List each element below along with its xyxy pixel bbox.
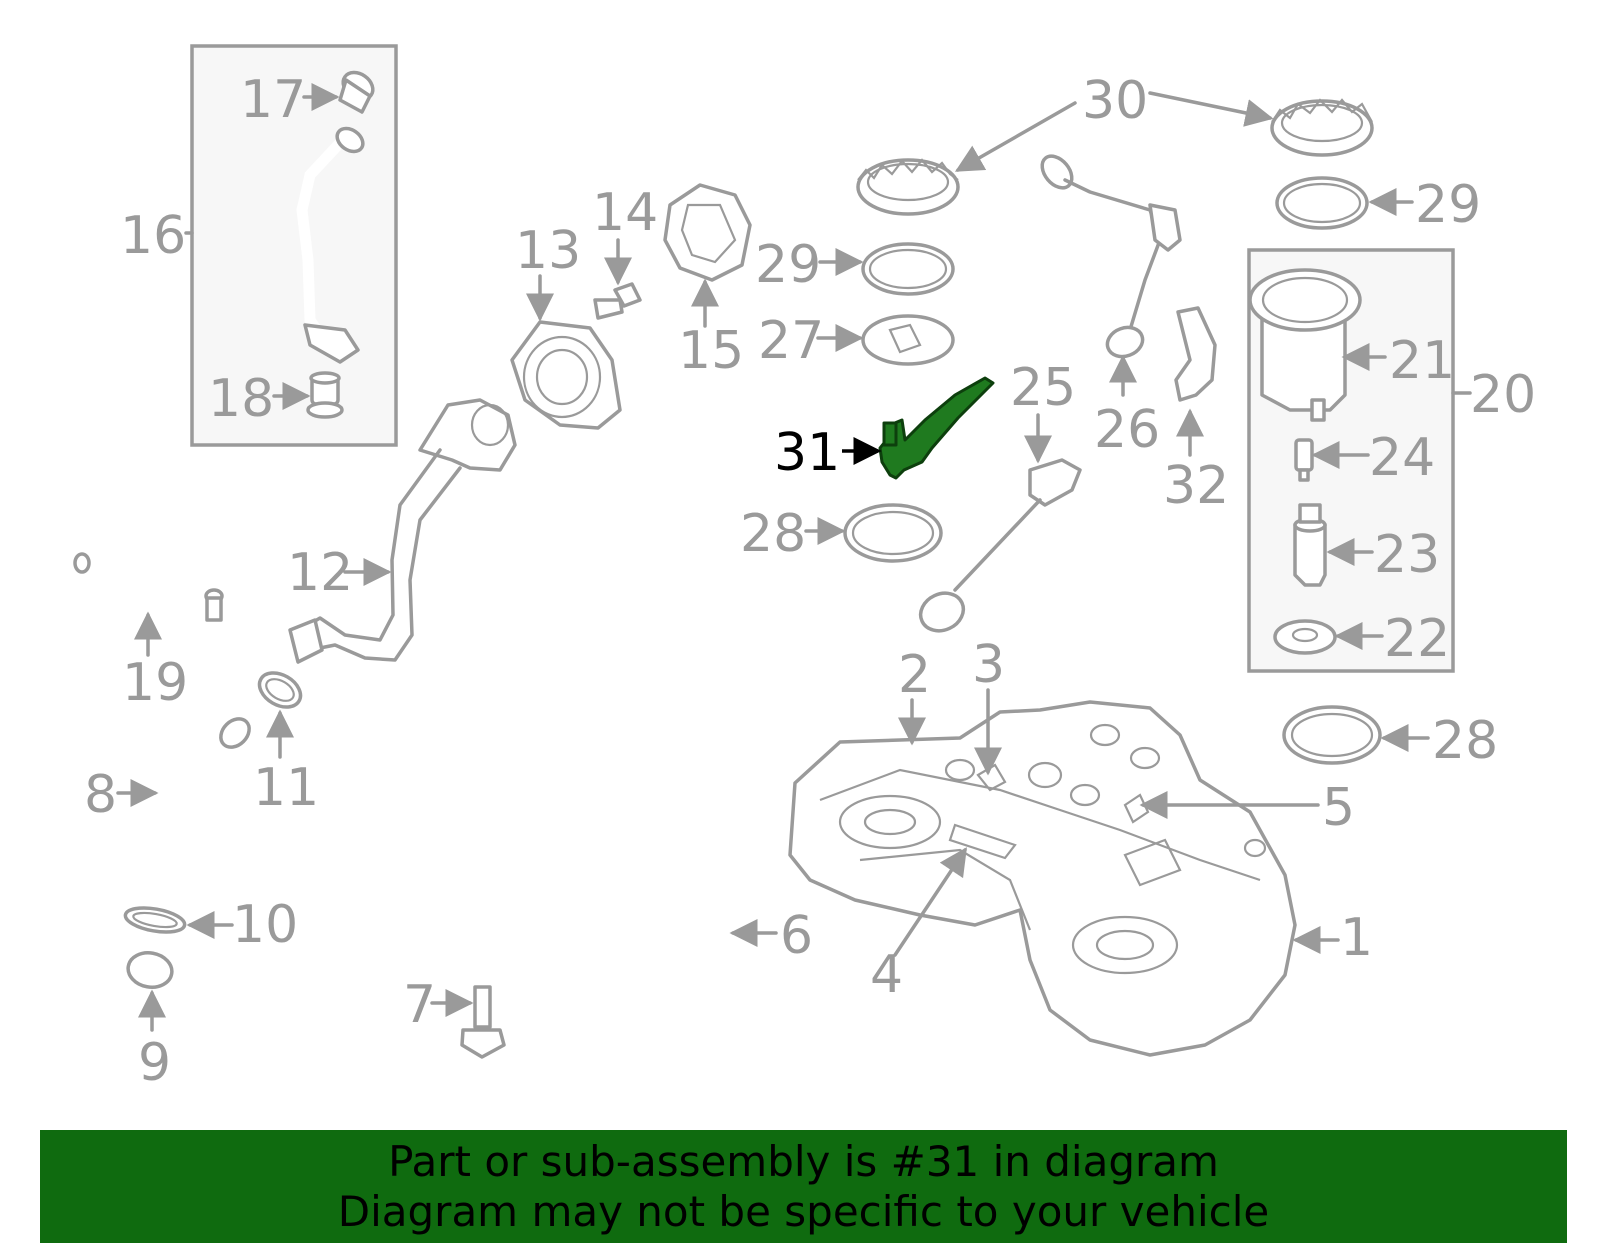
callout-10[interactable]: 10 [232, 895, 298, 955]
banner-line-2: Diagram may not be specific to your vehi… [337, 1186, 1270, 1236]
callout-9[interactable]: 9 [138, 1033, 171, 1093]
callout-31[interactable]: 31 [774, 423, 840, 483]
part-27-flange[interactable] [861, 314, 955, 366]
callout-28-right[interactable]: 28 [1432, 711, 1498, 771]
callout-6[interactable]: 6 [780, 906, 813, 966]
callout-27[interactable]: 27 [758, 311, 824, 371]
parts-diagram: 17 16 18 14 13 15 12 19 11 8 10 9 7 6 30… [73, 44, 1536, 1093]
part-21-pump-module[interactable] [1248, 268, 1362, 422]
callout-16[interactable]: 16 [120, 206, 186, 266]
part-31-highlighted[interactable] [878, 376, 995, 480]
part-11-clamp[interactable] [253, 666, 306, 714]
callout-29-center[interactable]: 29 [755, 235, 821, 295]
part-30-lock-ring[interactable] [856, 158, 960, 216]
part-32-bracket[interactable] [1174, 306, 1217, 402]
part-28-seal-right[interactable] [1282, 705, 1382, 765]
part-15-fuel-door[interactable] [663, 183, 752, 282]
callout-19[interactable]: 19 [122, 653, 188, 713]
callout-20[interactable]: 20 [1470, 365, 1536, 425]
callout-12[interactable]: 12 [287, 543, 353, 603]
callout-21[interactable]: 21 [1389, 331, 1455, 391]
callout-17[interactable]: 17 [240, 70, 306, 130]
part-24-valve[interactable] [1294, 438, 1314, 482]
part-16-vent-pipe[interactable] [296, 124, 367, 364]
callout-5[interactable]: 5 [1322, 778, 1355, 838]
callout-11[interactable]: 11 [253, 758, 319, 818]
part-26-fuel-sender[interactable] [1036, 150, 1182, 361]
callout-15[interactable]: 15 [678, 321, 744, 381]
part-19-hose[interactable] [73, 552, 224, 647]
part-22-retainer[interactable] [1273, 619, 1337, 655]
callout-18[interactable]: 18 [208, 369, 274, 429]
part-9-cap[interactable] [125, 949, 174, 990]
callout-2[interactable]: 2 [898, 645, 931, 705]
callout-25[interactable]: 25 [1010, 358, 1076, 418]
callout-29-right[interactable]: 29 [1415, 175, 1481, 235]
callout-26[interactable]: 26 [1094, 400, 1160, 460]
callout-13[interactable]: 13 [515, 221, 581, 281]
part-14-bolt[interactable] [593, 282, 642, 320]
part-18-grommet[interactable] [306, 371, 344, 419]
part-10-clamp[interactable] [123, 904, 187, 936]
info-banner: Part or sub-assembly is #31 in diagram D… [40, 1130, 1567, 1243]
callout-23[interactable]: 23 [1374, 525, 1440, 585]
leader-lines [116, 83, 1430, 1032]
callout-1[interactable]: 1 [1340, 908, 1373, 968]
part-29-seal-right[interactable] [1275, 176, 1369, 230]
callout-32[interactable]: 32 [1163, 456, 1229, 516]
callout-28-center[interactable]: 28 [740, 504, 806, 564]
callout-7[interactable]: 7 [403, 975, 436, 1035]
part-17-cap[interactable] [338, 67, 378, 114]
part-13-filler-housing[interactable] [510, 320, 622, 430]
callout-22[interactable]: 22 [1384, 609, 1450, 669]
part-7-bolt[interactable] [460, 985, 506, 1059]
part-12-filler-neck[interactable] [288, 398, 517, 664]
part-25-level-sensor[interactable] [914, 458, 1082, 638]
callout-labels: 17 16 18 14 13 15 12 19 11 8 10 9 7 6 30… [84, 70, 1536, 1093]
callout-14[interactable]: 14 [592, 183, 658, 243]
callout-30[interactable]: 30 [1082, 71, 1148, 131]
part-30-lock-ring-right[interactable] [1270, 98, 1374, 157]
callout-8[interactable]: 8 [84, 765, 117, 825]
callout-24[interactable]: 24 [1369, 428, 1435, 488]
part-23-pump[interactable] [1293, 503, 1327, 587]
part-29-seal-center[interactable] [861, 242, 955, 296]
part-6-strap[interactable] [496, 801, 744, 1015]
callout-4[interactable]: 4 [870, 945, 903, 1005]
part-1-fuel-tank[interactable] [788, 700, 1297, 1057]
banner-line-1: Part or sub-assembly is #31 in diagram [388, 1136, 1219, 1186]
callout-3[interactable]: 3 [972, 635, 1005, 695]
part-8-filler-hose[interactable] [156, 713, 255, 892]
part-28-seal-center[interactable] [843, 503, 943, 563]
